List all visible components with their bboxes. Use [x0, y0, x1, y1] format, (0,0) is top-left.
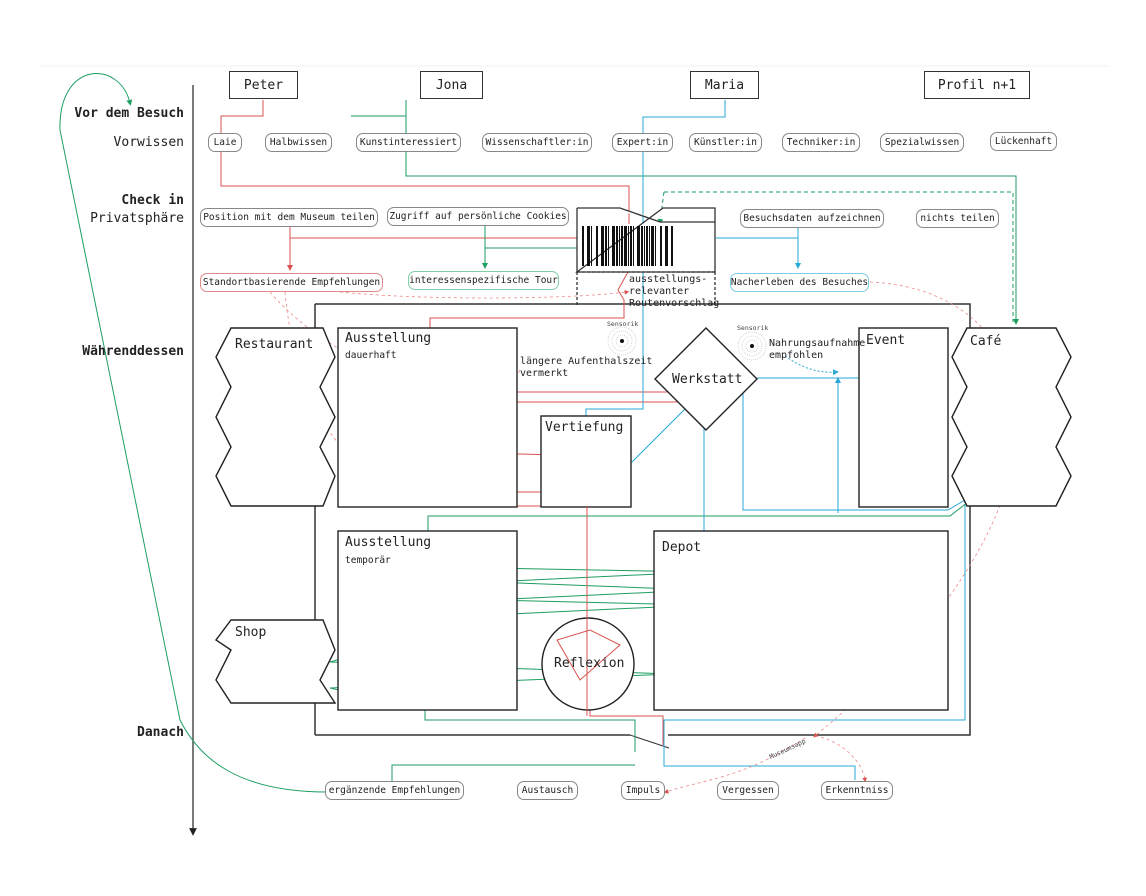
note-longer-stay: längere Aufenthalszeit vermerkt — [520, 356, 652, 380]
after-insight[interactable]: Erkenntniss — [821, 781, 893, 800]
shop-room — [216, 620, 335, 703]
barcode-bar — [616, 226, 618, 266]
room-label-cafe: Café — [970, 334, 1001, 349]
knowledge-lueckenhaft[interactable]: Lückenhaft — [990, 132, 1057, 151]
profile-jona[interactable]: Jona — [420, 71, 483, 99]
barcode-bar — [587, 226, 590, 266]
barcode-bar — [591, 226, 592, 266]
barcode-bar — [630, 226, 632, 266]
room-label-exhibition-permanent: Ausstellung — [345, 331, 431, 346]
barcode-bar — [646, 226, 648, 266]
barcode-bar — [651, 226, 654, 266]
barcode-bar — [628, 226, 629, 266]
knowledge-spezialwissen[interactable]: Spezialwissen — [880, 133, 964, 152]
after-forgetting[interactable]: Vergessen — [717, 781, 779, 800]
cafe-room — [952, 328, 1071, 506]
room-label-exhibition-temporary: Ausstellung — [345, 535, 431, 550]
after-supplementary-recommendations[interactable]: ergänzende Empfehlungen — [325, 781, 464, 800]
sensor-label-1: Sensorik — [607, 320, 638, 328]
knowledge-wissenschaftler[interactable]: Wissenschaftler:in — [482, 133, 592, 152]
barcode-bar — [608, 226, 609, 266]
phase-after: Danach — [137, 725, 184, 740]
after-exchange[interactable]: Austausch — [517, 781, 578, 800]
room-label-reflection: Reflexion — [554, 656, 624, 671]
barcode-bar — [660, 226, 662, 266]
phase-prior-knowledge: Vorwissen — [114, 135, 184, 150]
barcode-bar — [655, 226, 656, 266]
barcode-bar — [621, 226, 623, 266]
barcode-bar — [624, 226, 627, 266]
room-label-workshop: Werkstatt — [672, 372, 742, 387]
phase-during: Währenddessen — [82, 344, 184, 359]
room-label-restaurant: Restaurant — [235, 337, 313, 352]
barcode-bar — [637, 226, 640, 266]
phase-checkin: Check in — [121, 193, 184, 208]
barcode-bar — [649, 226, 650, 266]
room-label-shop: Shop — [235, 625, 266, 640]
phase-before: Vor dem Besuch — [74, 106, 184, 121]
phase-privacy: Privatsphäre — [90, 211, 184, 226]
barcode-bar — [671, 226, 673, 266]
sensor-label-2: Sensorik — [737, 324, 768, 332]
privacy-share-position[interactable]: Position mit dem Museum teilen — [200, 208, 378, 227]
barcode-bar — [605, 226, 607, 266]
barcode-bar — [619, 226, 620, 266]
room-label-depot: Depot — [662, 540, 701, 555]
profile-n-plus-1[interactable]: Profil n+1 — [924, 71, 1030, 99]
barcode-bar — [665, 226, 668, 266]
barcode-bar — [641, 226, 643, 266]
knowledge-laie[interactable]: Laie — [208, 133, 242, 152]
barcode-bar — [612, 226, 615, 266]
barcode-bar — [596, 226, 598, 266]
barcode-bar — [644, 226, 645, 266]
knowledge-expert[interactable]: Expert:in — [612, 133, 673, 152]
after-impulse[interactable]: Impuls — [621, 781, 665, 800]
knowledge-kunstinteressiert[interactable]: Kunstinteressiert — [356, 133, 461, 152]
knowledge-halbwissen[interactable]: Halbwissen — [265, 133, 332, 152]
room-label-event: Event — [866, 333, 905, 348]
outcome-location-recommendations[interactable]: Standortbasierende Empfehlungen — [200, 273, 383, 292]
outcome-relive-visit[interactable]: Nacherleben des Besuches — [730, 273, 869, 292]
restaurant-room — [216, 328, 335, 506]
barcode-bar — [582, 226, 584, 266]
depot-room — [654, 531, 948, 710]
profile-maria[interactable]: Maria — [690, 71, 759, 99]
outcome-interest-tour[interactable]: interessenspezifische Tour — [408, 271, 559, 290]
sensor-dot — [750, 344, 754, 348]
room-sub-temporary: temporär — [345, 555, 391, 566]
room-sub-permanent: dauerhaft — [345, 350, 396, 361]
barcode-bar — [633, 226, 634, 266]
knowledge-techniker[interactable]: Techniker:in — [782, 133, 860, 152]
barcode-note: ausstellungs- relevanter Routenvorschlag — [629, 274, 719, 310]
privacy-record-visit[interactable]: Besuchsdaten aufzeichnen — [740, 209, 884, 228]
barcode-bar — [601, 226, 604, 266]
room-label-deepening: Vertiefung — [545, 420, 623, 435]
privacy-cookies[interactable]: Zugriff auf persönliche Cookies — [387, 207, 569, 226]
knowledge-kuenstler[interactable]: Künstler:in — [689, 133, 762, 152]
profile-peter[interactable]: Peter — [229, 71, 298, 99]
event-room — [859, 328, 948, 507]
note-food-recommended: Nahrungsaufnahme empfohlen — [769, 338, 865, 362]
privacy-share-nothing[interactable]: nichts teilen — [916, 209, 999, 228]
sensor-dot — [620, 339, 624, 343]
